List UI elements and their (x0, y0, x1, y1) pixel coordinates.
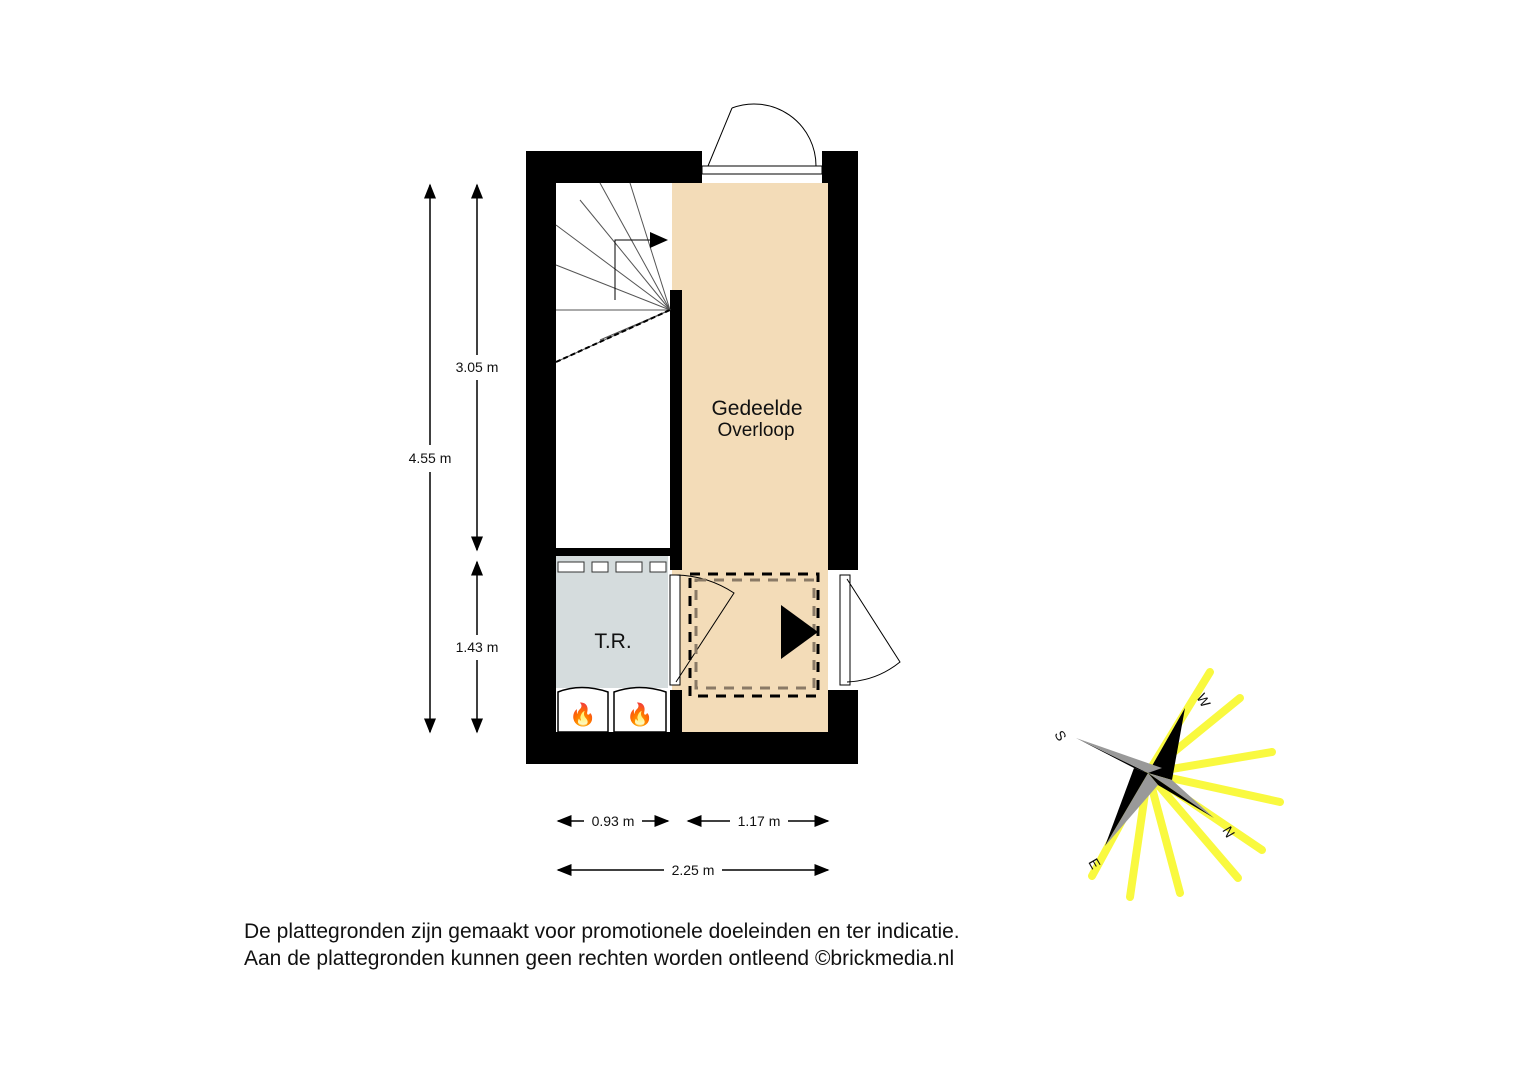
flame-icon: 🔥 (569, 702, 596, 727)
dim-lower-height: 1.43 m (456, 639, 499, 655)
room-label-landing-2: Overloop (717, 420, 794, 441)
inner-wall (670, 690, 682, 732)
room-label-technical: T.R. (594, 630, 631, 653)
dim-left-width: 0.93 m (592, 813, 635, 829)
door-technical-room (669, 574, 735, 686)
room-label-landing: Gedeelde (711, 397, 802, 420)
inner-wall (556, 548, 670, 556)
staircase (555, 182, 671, 363)
technical-room (556, 556, 668, 688)
svg-text:S: S (1051, 728, 1070, 744)
dim-right-width: 1.17 m (738, 813, 781, 829)
utility-meters (557, 561, 667, 573)
door-outside (839, 574, 901, 686)
boilers: 🔥 🔥 (557, 686, 667, 733)
ceiling-hatch (688, 572, 820, 698)
dim-total-height: 4.55 m (409, 450, 452, 466)
dim-upper-height: 3.05 m (456, 359, 499, 375)
disclaimer-line-2: Aan de plattegronden kunnen geen rechten… (244, 947, 955, 970)
disclaimer-line-1: De plattegronden zijn gemaakt voor promo… (244, 920, 960, 943)
flame-icon: 🔥 (626, 702, 653, 727)
dim-total-width: 2.25 m (672, 862, 715, 878)
compass-rose: W N E S (1051, 668, 1284, 901)
disclaimer: De plattegronden zijn gemaakt voor promo… (244, 918, 960, 972)
window (701, 103, 823, 175)
inner-wall (670, 290, 682, 570)
